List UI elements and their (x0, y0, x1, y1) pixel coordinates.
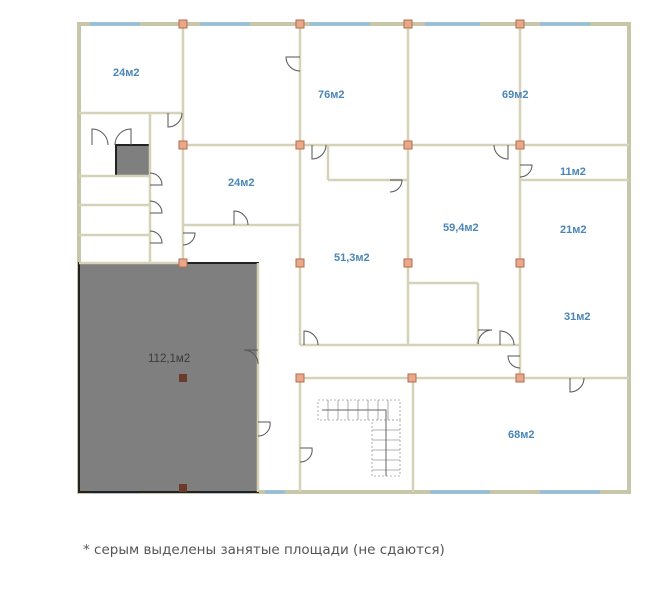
columns (178, 19, 525, 492)
room-label-24b: 24м2 (228, 177, 255, 189)
room-label-69: 69м2 (502, 89, 529, 101)
room-label-59-4: 59,4м2 (443, 222, 479, 234)
room-label-76: 76м2 (318, 89, 345, 101)
footnote: * серым выделены занятые площади (не сда… (83, 542, 445, 558)
room-label-51-3: 51,3м2 (334, 252, 370, 264)
staircase (317, 399, 401, 477)
elevator-shaft (115, 144, 151, 177)
room-label-112-1: 112,1м2 (148, 353, 190, 365)
room-label-31: 31м2 (564, 311, 591, 323)
room-label-24a: 24м2 (113, 67, 140, 79)
room-label-11: 11м2 (560, 166, 586, 178)
room-label-21: 21м2 (560, 224, 587, 236)
occupied-room-112-1 (78, 262, 259, 493)
interior-walls (79, 24, 629, 492)
room-label-68: 68м2 (508, 429, 535, 441)
doors (91, 56, 585, 463)
